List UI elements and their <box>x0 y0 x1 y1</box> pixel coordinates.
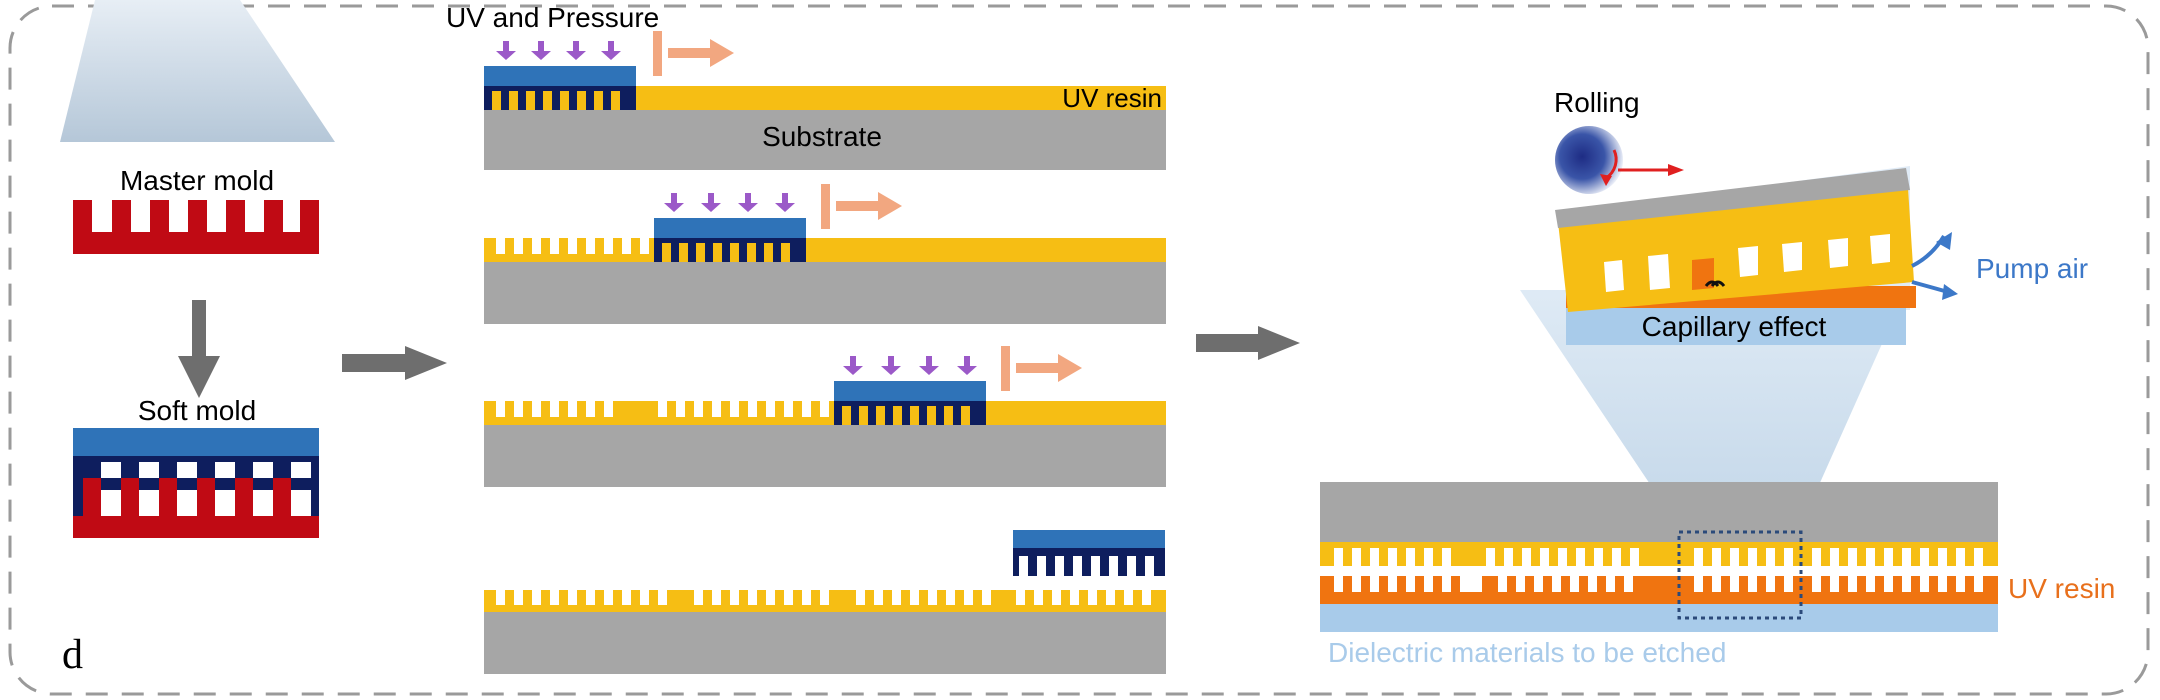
zoom-inset <box>1555 166 1916 345</box>
step-4 <box>484 530 1166 674</box>
flow-arrow-2 <box>1196 326 1300 360</box>
motion-arrow-2 <box>821 184 902 229</box>
lamp-trapezoid <box>60 0 335 142</box>
master-mold-label: Master mold <box>120 165 274 196</box>
step-3 <box>484 346 1166 487</box>
soft-mold-on-master <box>73 428 319 538</box>
capillary-label: Capillary effect <box>1642 311 1827 342</box>
motion-arrow-1 <box>653 31 734 76</box>
pump-air-label: Pump air <box>1976 253 2088 284</box>
dielectric-label: Dielectric materials to be etched <box>1328 637 1726 668</box>
uv-pressure-label: UV and Pressure <box>446 2 659 33</box>
flow-arrow-1 <box>342 346 447 380</box>
zoom-beam <box>1520 290 1906 532</box>
uv-resin-top-label: UV resin <box>1062 83 1162 113</box>
pump-air-arrowheads <box>1936 232 1958 300</box>
down-arrow <box>178 300 220 398</box>
rolling-label: Rolling <box>1554 87 1640 118</box>
soft-mold-label: Soft mold <box>138 395 256 426</box>
step-1: UV resin Substrate <box>484 31 1166 170</box>
panel-label: d <box>62 632 83 678</box>
motion-arrow-3 <box>1001 346 1082 391</box>
rolling-arrow-head <box>1668 164 1684 176</box>
step-2 <box>484 184 1166 324</box>
bottom-stack <box>1320 482 1998 632</box>
substrate-label: Substrate <box>762 121 882 152</box>
uv-resin-bottom-label: UV resin <box>2008 573 2115 604</box>
master-mold <box>73 200 319 254</box>
rolling-ball <box>1555 126 1623 194</box>
dashed-frame <box>8 4 2150 696</box>
rolling-curve-head <box>1600 174 1612 186</box>
